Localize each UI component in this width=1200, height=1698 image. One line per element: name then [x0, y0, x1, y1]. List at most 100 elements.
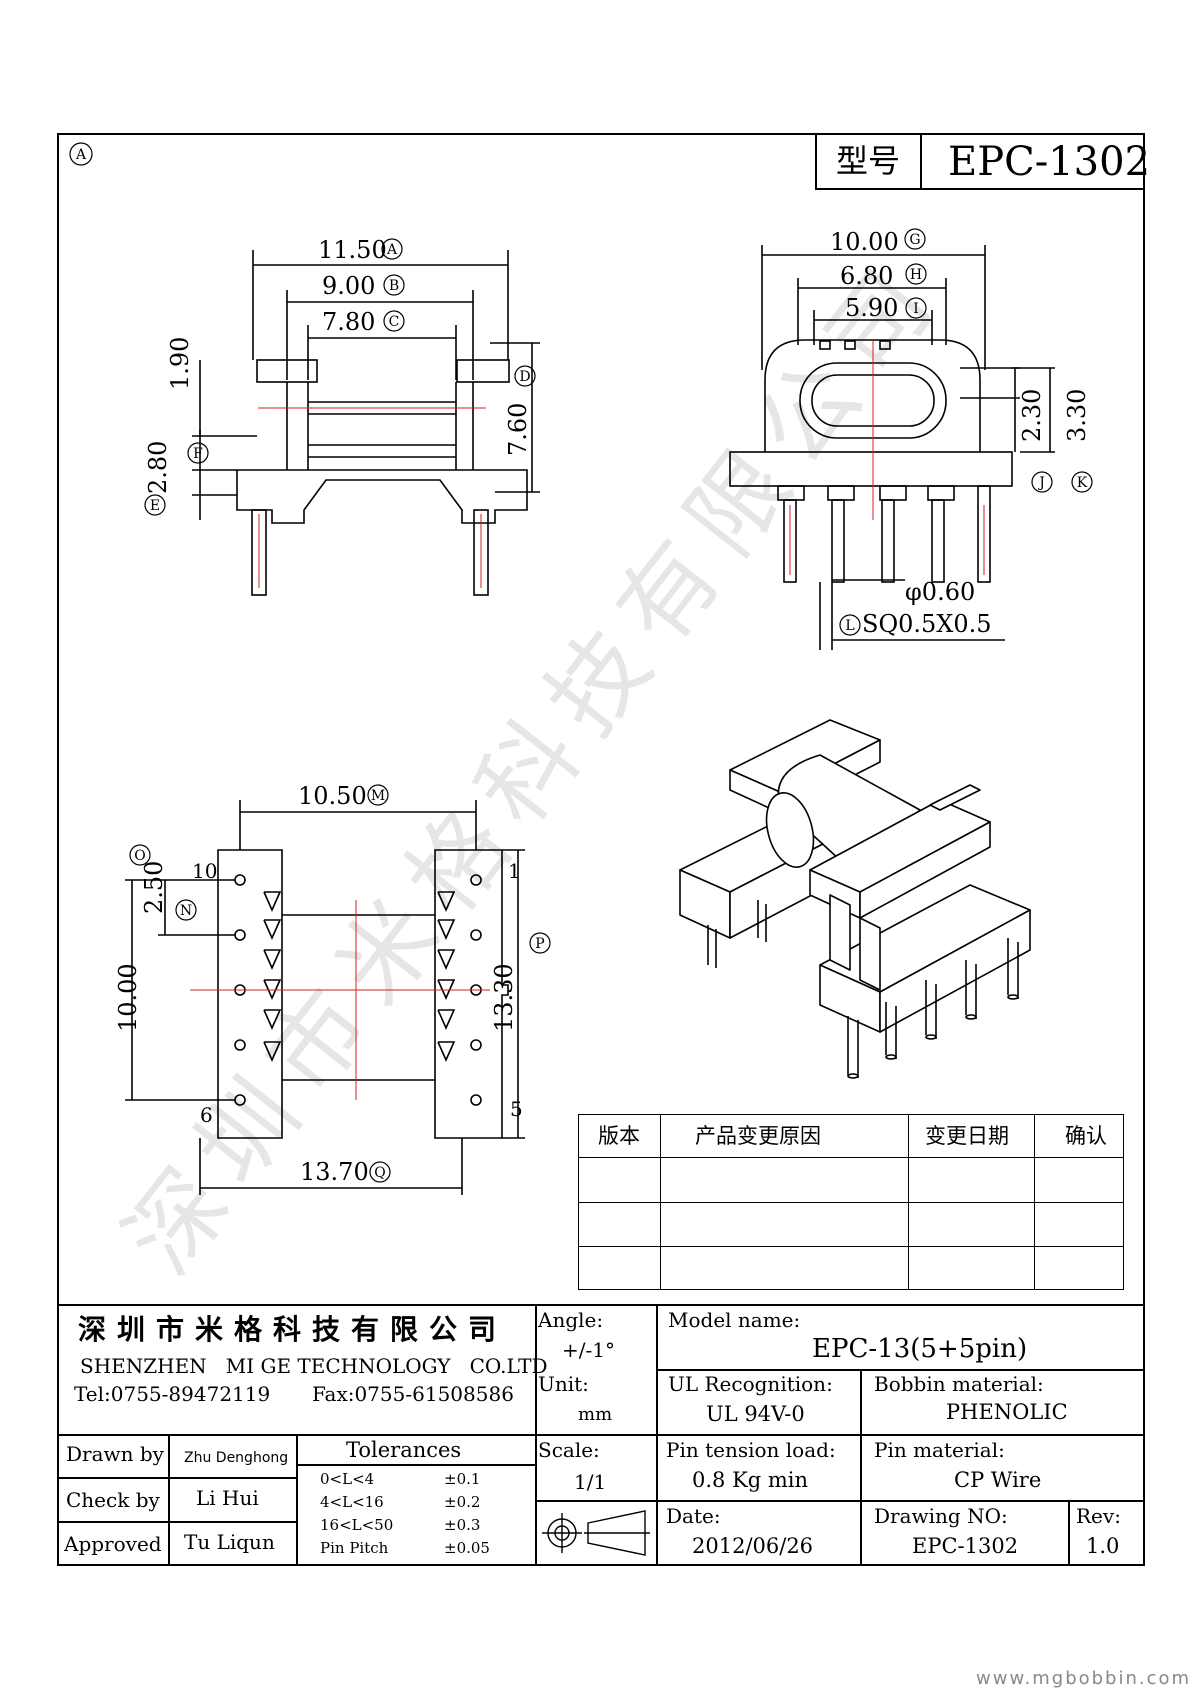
tol-range-4: Pin Pitch — [320, 1539, 389, 1557]
tb-left-row-2 — [57, 1521, 296, 1523]
bobbin-label: Bobbin material: — [874, 1372, 1044, 1396]
dim-f-value: 2.80 — [144, 441, 172, 494]
front-view: 11.50 9.00 7.80 1.90 2.80 7.60 A B C D F… — [144, 236, 540, 596]
drawing-frame — [57, 133, 1145, 1566]
rev-header-version: 版本 — [598, 1124, 640, 1148]
dim-q-value: 13.70 — [300, 1158, 369, 1186]
tb-row-1 — [656, 1369, 1145, 1371]
dim-j-value: 2.30 — [1018, 389, 1046, 442]
approved-label: Approved — [64, 1532, 162, 1556]
tension-value: 0.8 Kg min — [692, 1468, 809, 1492]
rev-row-divider-1 — [578, 1157, 1124, 1158]
tb-row-left — [57, 1434, 1145, 1436]
company-name-en: SHENZHEN MI GE TECHNOLOGY CO.LTD — [80, 1354, 548, 1378]
pin-dia-value: φ0.60 — [905, 578, 975, 606]
rev-header-date: 变更日期 — [925, 1124, 1009, 1148]
tol-range-2: 4<L<16 — [320, 1493, 384, 1511]
sheet-ref-marker: A — [69, 142, 93, 166]
rev-header-confirm: 确认 — [1065, 1124, 1107, 1148]
model-label: 型号 — [836, 142, 901, 180]
dim-p-value: 13.30 — [490, 963, 518, 1032]
drawn-label: Drawn by — [66, 1442, 164, 1466]
tol-value-4: ±0.05 — [444, 1539, 490, 1557]
approved-value: Tu Liqun — [184, 1530, 275, 1554]
dim-h-label: H — [910, 267, 922, 283]
rev-row-divider-2 — [578, 1202, 1124, 1203]
dim-k-label: K — [1077, 475, 1088, 491]
dim-h-value: 6.80 — [840, 262, 893, 290]
dim-q-label: Q — [374, 1165, 385, 1181]
date-label: Date: — [666, 1504, 721, 1528]
drawn-value: Zhu Denghong — [184, 1450, 289, 1466]
model-number: EPC-1302 — [948, 139, 1151, 185]
dim-d-label: D — [519, 369, 530, 385]
title-block-top — [57, 1304, 1145, 1306]
bottom-view: 10.50 13.70 10.00 2.50 13.30 10 1 6 5 M … — [114, 782, 551, 1195]
projection-symbol-icon — [542, 1510, 650, 1556]
check-value: Li Hui — [196, 1486, 259, 1510]
tb-col-3 — [860, 1369, 862, 1566]
date-value: 2012/06/26 — [692, 1534, 814, 1558]
dim-c-value: 7.80 — [322, 308, 375, 336]
dim-i-label: I — [913, 301, 919, 317]
dim-e-label: E — [150, 498, 160, 514]
model-name-value: EPC-13(5+5pin) — [812, 1334, 1028, 1364]
dim-top-value: 1.90 — [166, 337, 194, 390]
dim-a-label: A — [386, 242, 398, 258]
check-label: Check by — [66, 1488, 160, 1512]
rev-header-reason: 产品变更原因 — [695, 1124, 821, 1148]
drawing-no-label: Drawing NO: — [874, 1504, 1008, 1528]
tb-tol-row — [296, 1464, 535, 1466]
website-text: www.mgbobbin.com — [976, 1668, 1192, 1689]
tb-left-row-1 — [57, 1477, 296, 1479]
pin-material-label: Pin material: — [874, 1438, 1005, 1462]
bobbin-value: PHENOLIC — [946, 1400, 1068, 1424]
pin-10-label: 10 — [192, 859, 217, 883]
dim-m-label: M — [371, 788, 385, 804]
dim-m-value: 10.50 — [298, 782, 367, 810]
dim-p-label: P — [535, 936, 544, 952]
company-name-cn: 深圳市米格科技有限公司 — [78, 1313, 508, 1346]
model-box — [815, 133, 1145, 190]
unit-label: Unit: — [538, 1372, 589, 1396]
company-tel: Tel:0755-89472119 — [74, 1382, 271, 1406]
dim-n-label: N — [180, 903, 192, 919]
dim-b-value: 9.00 — [322, 272, 375, 300]
model-box-divider — [920, 133, 922, 190]
tb-left-col-2 — [296, 1434, 298, 1566]
tb-row-3 — [535, 1500, 1145, 1502]
ul-value: UL 94V-0 — [706, 1402, 805, 1426]
pin-material-value: CP Wire — [954, 1468, 1042, 1492]
dim-k-value: 3.30 — [1063, 389, 1091, 442]
pin-5-label: 5 — [510, 1097, 523, 1121]
rev-label: Rev: — [1076, 1504, 1121, 1528]
pin-1-label: 1 — [508, 859, 521, 883]
angle-label: Angle: — [538, 1308, 604, 1332]
dim-c-label: C — [389, 314, 400, 330]
rev-row-divider-3 — [578, 1246, 1124, 1247]
dim-f-label: F — [193, 446, 203, 462]
dim-n-value: 2.50 — [140, 861, 168, 914]
dim-g-label: G — [909, 232, 920, 248]
dim-o-value: 10.00 — [114, 963, 142, 1032]
sheet-ref-letter: A — [75, 147, 87, 163]
dim-o-label: O — [134, 848, 145, 864]
model-name-label: Model name: — [668, 1308, 801, 1332]
tol-range-3: 16<L<50 — [320, 1516, 394, 1534]
dim-g-value: 10.00 — [830, 228, 899, 256]
angle-value: +/-1° — [562, 1338, 615, 1362]
unit-value: mm — [578, 1404, 613, 1425]
dim-d-value: 7.60 — [504, 403, 532, 456]
company-fax: Fax:0755-61508586 — [312, 1382, 514, 1406]
dim-i-value: 5.90 — [845, 294, 898, 322]
dim-a-value: 11.50 — [318, 236, 387, 264]
pin-sq-value: SQ0.5X0.5 — [862, 610, 992, 638]
tension-label: Pin tension load: — [666, 1438, 836, 1462]
tol-value-3: ±0.3 — [444, 1516, 481, 1534]
tolerances-label: Tolerances — [346, 1438, 462, 1462]
dim-b-label: B — [389, 278, 399, 294]
tb-col-rev — [1068, 1500, 1070, 1566]
side-view: 10.00 6.80 5.90 2.30 3.30 φ0.60 SQ0.5X0.… — [729, 228, 1093, 650]
dim-l-label: L — [845, 618, 854, 634]
